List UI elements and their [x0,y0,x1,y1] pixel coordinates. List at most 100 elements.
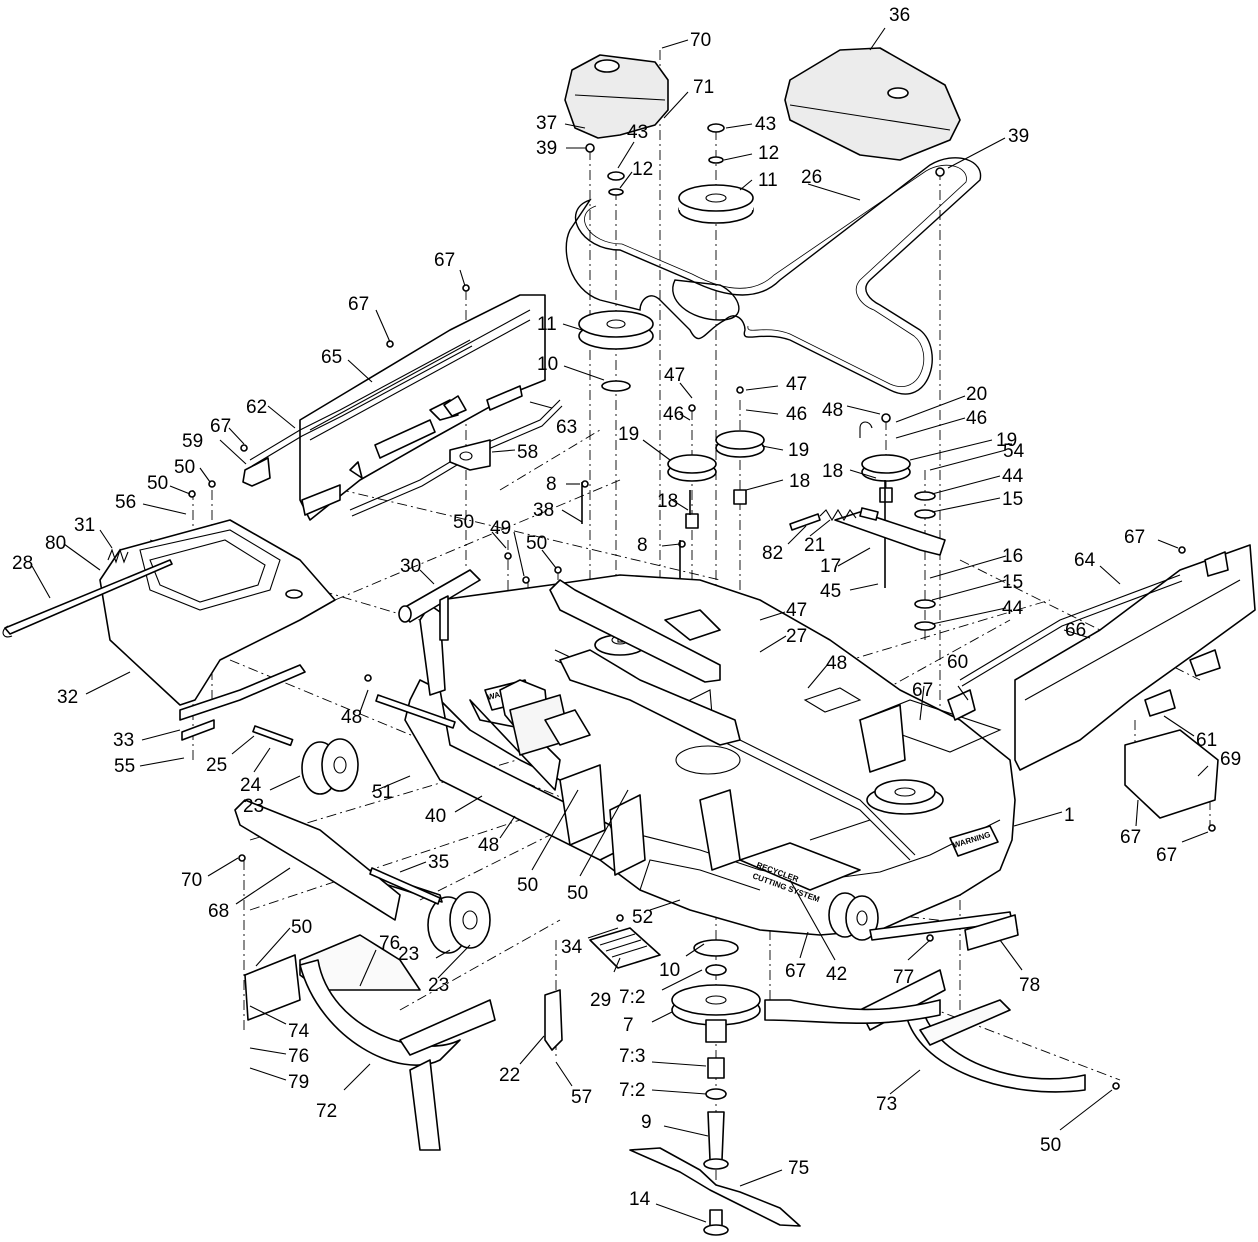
callout-42: 42 [826,964,847,985]
callout-27: 27 [786,626,807,647]
callout-18b: 18 [789,471,810,492]
callout-55: 55 [114,756,135,777]
callout-44b: 44 [1002,598,1024,619]
callout-66: 66 [1065,620,1086,641]
callout-7: 7 [623,1015,634,1036]
callout-61: 61 [1196,730,1217,751]
plate-69 [1124,729,1219,819]
drive-belt [565,157,982,395]
callout-47b: 47 [786,374,807,395]
bracket-22 [544,989,563,1051]
callout-50f: 50 [567,883,588,904]
callout-56: 56 [115,492,136,513]
callout-23b: 23 [398,944,419,965]
callout-15: 15 [1002,489,1023,510]
callout-48: 48 [822,400,843,421]
callout-20: 20 [966,384,987,405]
belt-cover-left [564,54,669,139]
callout-46c: 46 [966,408,987,429]
pulley-left [578,310,654,350]
axle-51 [375,694,456,729]
callout-37: 37 [536,113,557,134]
callout-18c: 18 [822,461,843,482]
bracket-59 [242,457,271,487]
callout-67f: 67 [1120,827,1141,848]
callout-17: 17 [820,556,841,577]
callout-79: 79 [288,1072,309,1093]
baffle-73 [859,969,1086,1093]
callout-68: 68 [208,901,229,922]
callout-19c: 19 [996,430,1017,451]
arm-17-21 [789,507,946,556]
callout-76: 76 [379,933,400,954]
callout-19: 19 [618,424,639,445]
callout-69: 69 [1220,749,1241,770]
idler-pulleys [667,430,911,529]
callout-12: 12 [632,159,653,180]
callout-50c: 50 [453,512,474,533]
callout-leaders [31,27,1209,1223]
callout-70b: 70 [181,870,202,891]
callout-23c: 23 [428,975,449,996]
rod-35 [369,867,441,905]
callout-63: 63 [556,417,577,438]
bracket-58 [449,439,491,471]
callout-36: 36 [889,5,910,26]
callout-18: 18 [657,491,678,512]
left-deflector-cover [99,519,336,741]
bolt-14 [703,1209,729,1236]
belt-cover-right [784,47,961,161]
callout-50b: 50 [147,473,168,494]
callout-47c: 47 [786,600,807,621]
callout-67h: 67 [785,961,806,982]
callout-73: 73 [876,1094,897,1115]
callout-31: 31 [74,515,95,536]
callout-52: 52 [632,907,653,928]
callout-8b: 8 [637,535,648,556]
callout-50h: 50 [1040,1135,1061,1156]
gauge-wheel-left-rear [252,725,359,795]
callout-48d: 48 [478,835,499,856]
rod-62 [249,339,473,467]
callout-10b: 10 [659,960,680,981]
baffle-68 [234,799,401,921]
callout-58: 58 [517,442,538,463]
callout-50e: 50 [517,875,538,896]
callout-12b: 12 [758,143,779,164]
callout-7-3: 7:3 [619,1046,645,1067]
callout-80: 80 [45,533,66,554]
callout-14: 14 [629,1189,651,1210]
baffle-72 [299,934,496,1151]
callout-54: 54 [1003,441,1025,462]
callout-40: 40 [425,806,446,827]
callout-71: 71 [693,77,714,98]
callout-35: 35 [428,852,449,873]
callout-65: 65 [321,347,342,368]
spindle-housing [671,939,761,1170]
callout-28: 28 [12,553,33,574]
callout-64: 64 [1074,550,1096,571]
blade-75 [629,1147,801,1227]
callout-7-2b: 7:2 [619,1080,645,1101]
rod-64 [959,574,1183,687]
discharge-chute-66 [1014,544,1256,771]
callout-33: 33 [113,730,134,751]
callout-44: 44 [1002,466,1024,487]
callout-78: 78 [1019,975,1040,996]
callout-75: 75 [788,1158,809,1179]
callout-62: 62 [246,397,267,418]
callout-8: 8 [546,474,557,495]
callout-47: 47 [664,365,685,386]
front-skirt [764,999,941,1025]
callout-21: 21 [804,535,825,556]
callout-76b: 76 [288,1046,309,1067]
callout-49: 49 [490,518,511,539]
pulley-center [678,184,754,224]
callout-15b: 15 [1002,572,1023,593]
callout-26: 26 [801,167,822,188]
callout-51: 51 [372,782,393,803]
callout-39: 39 [536,138,557,159]
callout-50d: 50 [526,533,547,554]
callout-67c: 67 [210,416,231,437]
